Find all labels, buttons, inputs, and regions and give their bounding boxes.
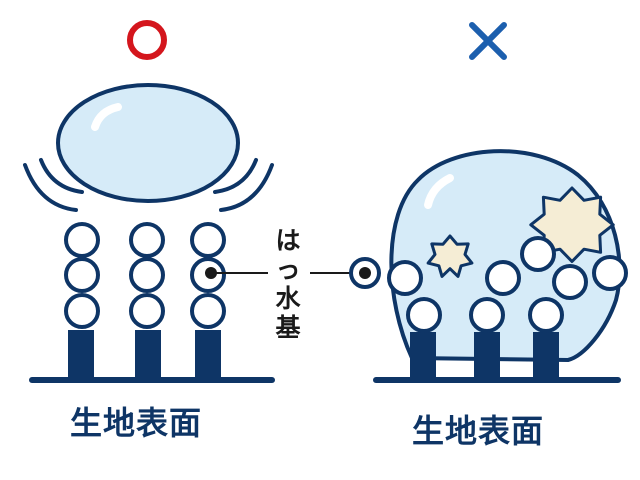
label-char-3: 水 (275, 284, 301, 313)
water-repellent-group-label: は っ 水 基 (270, 226, 306, 342)
pointer-right (310, 257, 381, 289)
label-char-2: っ (275, 255, 301, 284)
vibration-marks-left (23, 158, 84, 212)
good-circle-mark (127, 20, 167, 60)
repellent-groups-left (64, 222, 226, 380)
water-droplet-repelled (56, 83, 240, 203)
repellent-groups-right (387, 236, 628, 380)
label-char-1: は (275, 226, 301, 255)
stain-small-icon (426, 234, 474, 278)
pointer-left (205, 267, 268, 279)
label-char-4: 基 (275, 313, 301, 342)
vibration-marks-right (213, 158, 274, 212)
bad-cross-mark (469, 22, 507, 60)
fabric-surface-label-left: 生地表面 (70, 404, 203, 442)
fabric-surface-label-right: 生地表面 (412, 412, 545, 450)
